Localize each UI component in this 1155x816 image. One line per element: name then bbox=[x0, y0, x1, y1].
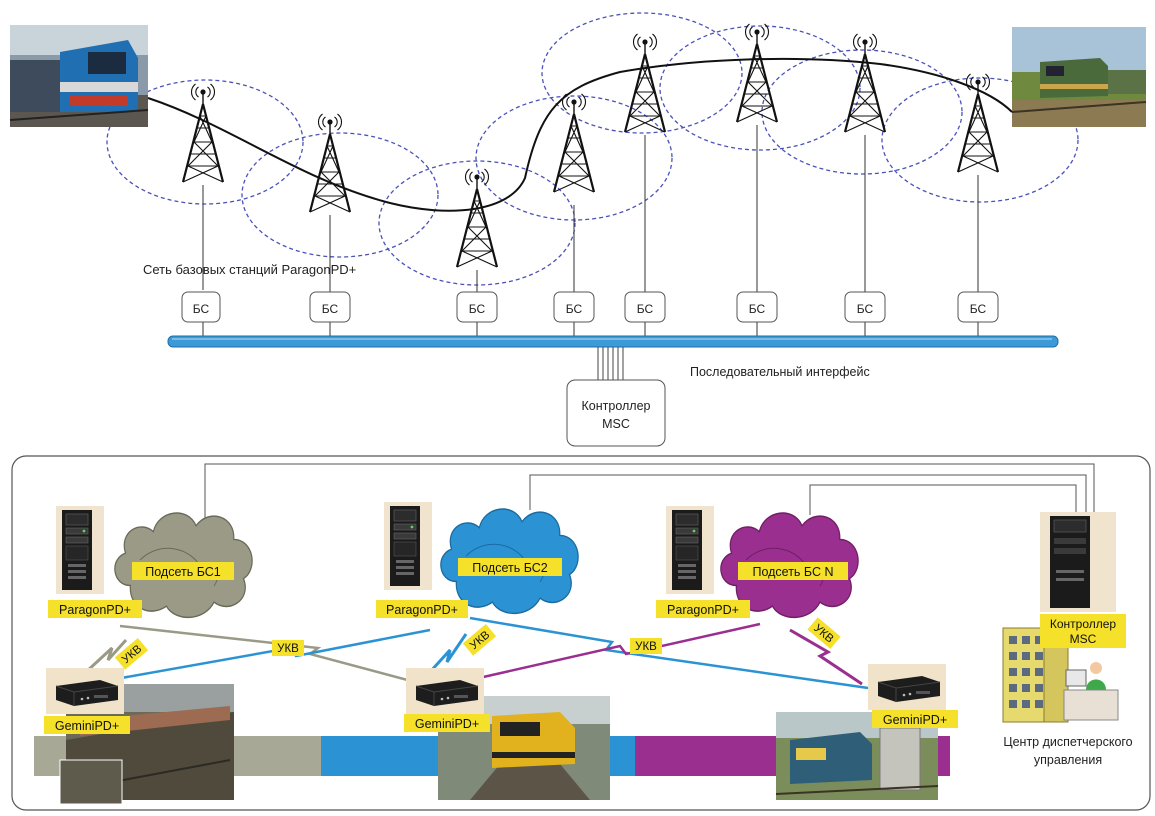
serial-bus bbox=[167, 335, 1059, 348]
radio-tower-icon bbox=[735, 22, 779, 124]
base-station: БС bbox=[844, 291, 886, 340]
svg-text:Контроллер: Контроллер bbox=[582, 399, 651, 413]
bs-label: БС bbox=[322, 302, 339, 316]
base-station: БС bbox=[736, 291, 778, 340]
radio-tower-icon bbox=[623, 32, 667, 134]
train-photo-right bbox=[1011, 27, 1147, 127]
train-photo-left bbox=[9, 25, 149, 127]
msc-controller-top: Контроллер MSC bbox=[566, 379, 666, 447]
base-station: БС bbox=[624, 291, 666, 340]
paragon-server-icon bbox=[665, 505, 715, 595]
tower-links bbox=[202, 125, 979, 293]
operator-icon bbox=[1063, 662, 1119, 721]
svg-text:Центр диспетчерского: Центр диспетчерского bbox=[1003, 735, 1132, 749]
gemini-radio-icon bbox=[867, 663, 947, 711]
wired-links bbox=[204, 463, 1095, 520]
base-stations: БС БС БС БС БС БС БС bbox=[181, 291, 999, 340]
bs-label: БС bbox=[566, 302, 583, 316]
gemini-label: GeminiPD+ bbox=[883, 713, 947, 727]
base-station: БС bbox=[957, 291, 999, 340]
radio-tower-icon bbox=[843, 32, 887, 134]
serial-interface-label: Последовательный интерфейс bbox=[690, 365, 870, 379]
coverage-area bbox=[659, 25, 861, 151]
bs-label: БС bbox=[857, 302, 874, 316]
msc-controller-label: Контроллер bbox=[1050, 617, 1117, 631]
radio-tower-icon bbox=[308, 112, 352, 214]
subnet-label: Подсеть БС1 bbox=[145, 565, 221, 579]
controller-links bbox=[597, 347, 624, 381]
svg-text:управления: управления bbox=[1034, 753, 1102, 767]
radio-tower-icon bbox=[455, 167, 499, 269]
base-station: БС bbox=[309, 291, 351, 340]
base-station: БС bbox=[181, 291, 221, 340]
paragon-label: ParagonPD+ bbox=[386, 603, 458, 617]
radio-tower-icon bbox=[552, 92, 596, 194]
coverage-areas bbox=[106, 12, 1079, 286]
gemini-label: GeminiPD+ bbox=[415, 717, 479, 731]
coverage-area bbox=[241, 132, 439, 258]
coverage-area bbox=[881, 77, 1079, 203]
bs-label: БС bbox=[469, 302, 486, 316]
dispatch-panel bbox=[11, 455, 1151, 811]
towers bbox=[181, 22, 1000, 269]
bs-network-label: Сеть базовых станций ParagonPD+ bbox=[143, 262, 356, 277]
dispatch-center: Центр диспетчерского управления bbox=[1002, 512, 1133, 767]
base-station: БС bbox=[456, 291, 498, 340]
bs-label: БС bbox=[193, 302, 210, 316]
svg-text:MSC: MSC bbox=[602, 417, 630, 431]
paragon-server-icon bbox=[383, 501, 433, 591]
railway-route bbox=[147, 57, 1013, 212]
coverage-area bbox=[106, 79, 304, 205]
radio-tower-icon bbox=[956, 72, 1000, 174]
paragon-server-icon bbox=[55, 505, 105, 595]
gemini-radio-icon bbox=[405, 667, 485, 715]
gemini-label: GeminiPD+ bbox=[55, 719, 119, 733]
gemini-radio-icon bbox=[45, 667, 125, 715]
subnet-label: Подсеть БС N bbox=[752, 565, 833, 579]
bs-label: БС bbox=[749, 302, 766, 316]
msc-controller-label: MSC bbox=[1070, 632, 1097, 646]
vhf-label: УКВ bbox=[635, 641, 657, 653]
base-station: БС bbox=[553, 291, 595, 340]
yellow-labels: Подсеть БС1 Подсеть БС2 Подсеть БС N Par… bbox=[44, 558, 1126, 734]
bs-label: БС bbox=[970, 302, 987, 316]
radio-tower-icon bbox=[181, 82, 225, 184]
paragon-label: ParagonPD+ bbox=[59, 603, 131, 617]
subnet-label: Подсеть БС2 bbox=[472, 561, 548, 575]
bs-label: БС bbox=[637, 302, 654, 316]
vhf-label: УКВ bbox=[277, 643, 299, 655]
coverage-area bbox=[541, 12, 743, 134]
paragon-label: ParagonPD+ bbox=[667, 603, 739, 617]
coverage-area bbox=[761, 49, 963, 175]
